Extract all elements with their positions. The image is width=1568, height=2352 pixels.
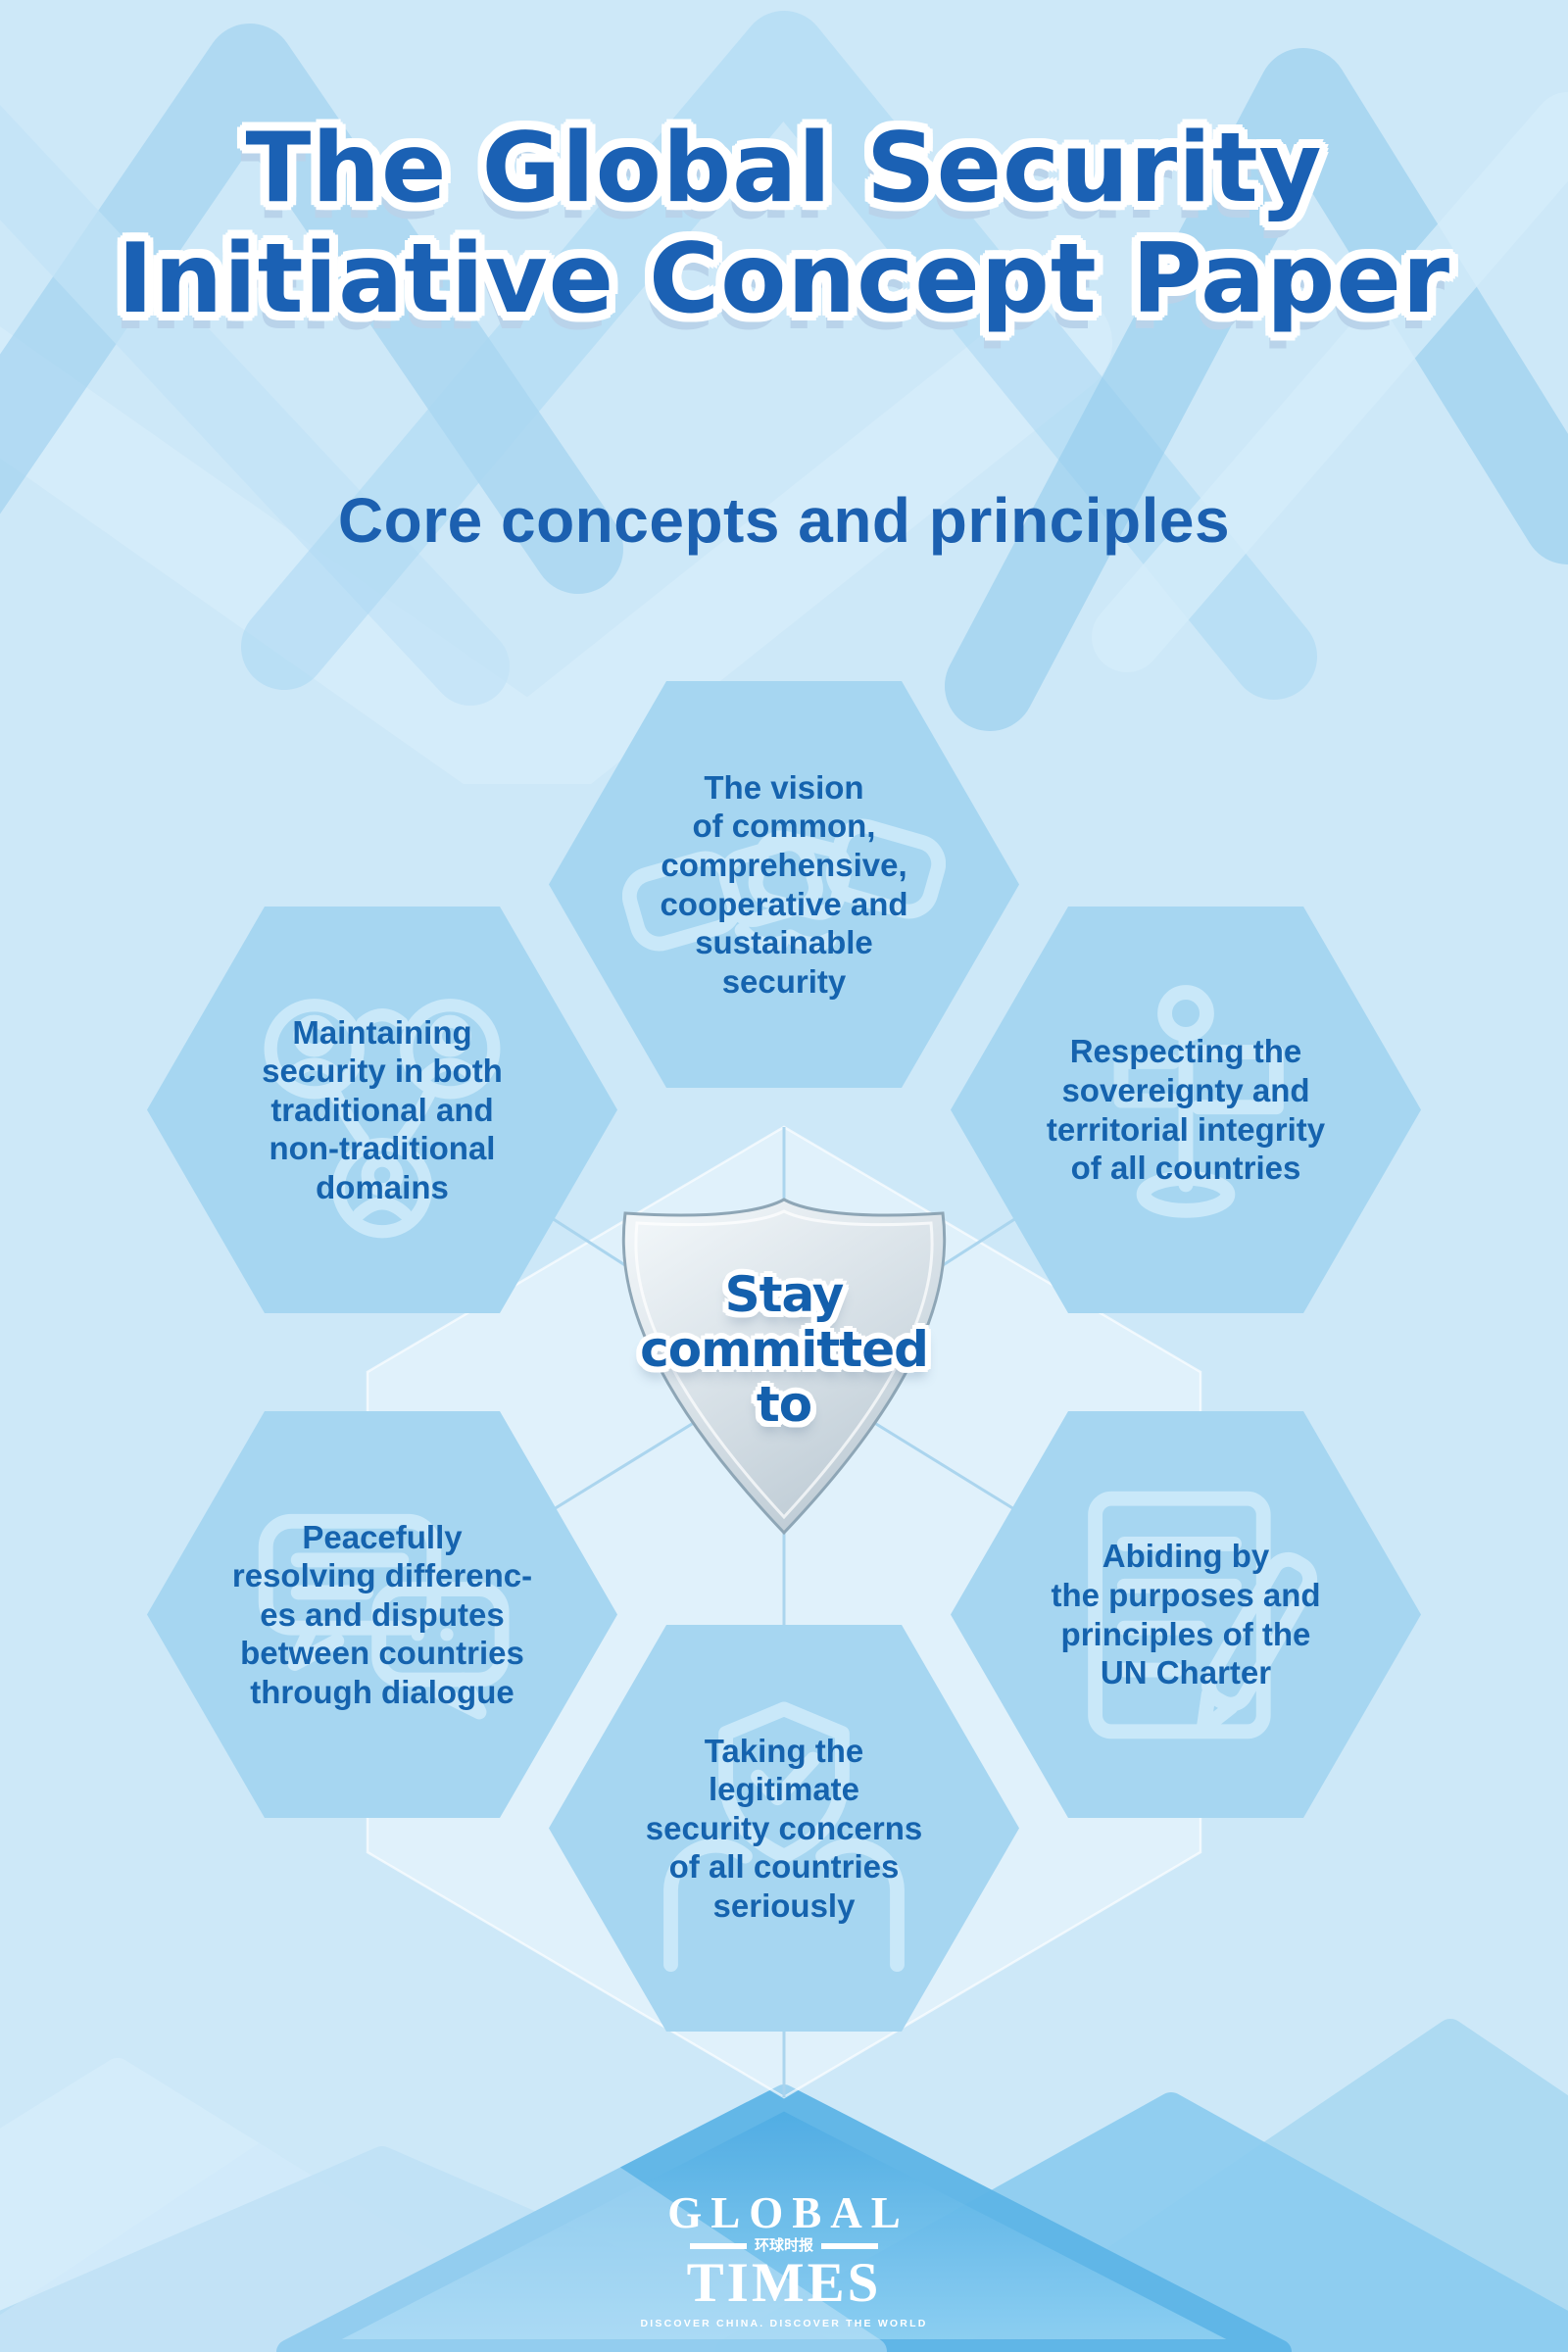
poster-subtitle: Core concepts and principles — [337, 485, 1231, 556]
principle-text-sovereignty: Respecting the sovereignty and territori… — [1046, 1033, 1326, 1187]
principle-text-concerns: Taking the legitimate security concerns … — [645, 1732, 923, 1924]
hands-shield-icon — [549, 1625, 1019, 2032]
global-times-logo: GLOBAL 环球时报 TIMES DISCOVER CHINA. DISCOV… — [0, 2188, 1568, 2330]
background-mountains — [0, 2019, 1568, 2352]
logo-bar-right — [821, 2242, 878, 2249]
logo-times-text: TIMES — [686, 2252, 882, 2314]
principle-text-domains: Maintaining security in both traditional… — [262, 1013, 503, 1205]
center-shield: Stay committed to — [596, 1178, 972, 1560]
handshake-icon — [549, 681, 1019, 1088]
speech-bubbles-icon — [147, 1411, 617, 1818]
flag-icon — [951, 906, 1421, 1313]
poster-title: The Global Security Initiative Concept P… — [0, 114, 1568, 334]
logo-tagline: DISCOVER CHINA. DISCOVER THE WORLD — [640, 2318, 928, 2329]
title-line-2: Initiative Concept Paper — [117, 222, 1451, 335]
principle-text-dialogue: Peacefully resolving differenc- es and d… — [231, 1518, 533, 1710]
background-top-pattern — [0, 11, 1568, 784]
document-pen-icon — [951, 1411, 1421, 1818]
logo-chinese-text: 环球时报 — [754, 2237, 813, 2254]
shield-label: Stay committed to — [640, 1266, 929, 1433]
logo-global-text: GLOBAL — [667, 2188, 909, 2237]
people-network-icon — [147, 906, 617, 1313]
shield-icon — [621, 1198, 947, 1536]
principle-text-vision: The vision of common, comprehensive, coo… — [660, 768, 908, 1000]
logo-bar-left — [689, 2242, 747, 2249]
principle-text-un-charter: Abiding by the purposes and principles o… — [1051, 1538, 1321, 1691]
title-line-1: The Global Security — [245, 113, 1323, 224]
